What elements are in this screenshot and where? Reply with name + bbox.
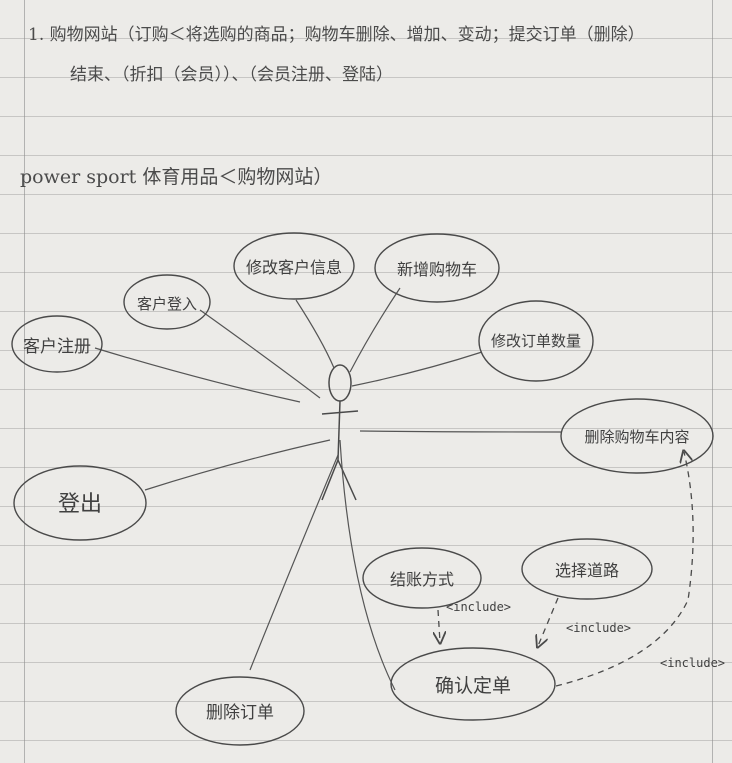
include-label-2: <include>: [566, 621, 631, 635]
usecase-logout: [13, 465, 147, 541]
label-edit-customer: 修改客户信息: [246, 258, 342, 277]
usecase-confirm-order: [390, 647, 556, 721]
usecase-register: [11, 315, 103, 373]
assoc-add-cart: [349, 287, 401, 373]
usecase-checkout: [362, 547, 482, 609]
usecase-add-cart: [374, 233, 500, 303]
label-login: 客户登入: [137, 295, 197, 313]
usecase-delete-cart: [560, 398, 714, 474]
assoc-register: [94, 347, 301, 403]
usecase-login: [123, 274, 211, 330]
usecase-choose-route: [521, 538, 653, 600]
usecase-edit-customer: [233, 232, 355, 300]
assoc-logout: [144, 439, 331, 491]
notes-line-2: 结束、（折扣（会员））、（会员注册、登陆）: [70, 65, 393, 85]
assoc-edit-customer: [295, 299, 335, 369]
label-edit-order: 修改订单数量: [491, 332, 581, 350]
use-case-shapes: [11, 232, 714, 746]
include-arrow-checkout: [438, 609, 440, 642]
label-logout: 登出: [58, 492, 102, 517]
margin-line-right: [712, 0, 713, 763]
label-choose-route: 选择道路: [555, 561, 619, 580]
assoc-confirm-order: [339, 439, 396, 691]
assoc-login: [199, 309, 321, 399]
margin-line-left: [24, 0, 25, 763]
include-arrows: [438, 452, 694, 687]
usecase-edit-order: [478, 300, 594, 382]
usecase-delete-order: [175, 676, 305, 746]
assoc-delete-cart: [359, 430, 563, 433]
label-confirm-order: 确认定单: [435, 675, 511, 697]
include-arrow-route: [538, 597, 559, 646]
include-label-3: <include>: [660, 656, 725, 670]
notes-line-1: 1. 购物网站（订购＜将选购的商品；购物车删除、增加、变动；提交订单（删除）: [28, 25, 645, 45]
diagram-title: power sport 体育用品＜购物网站）: [20, 166, 333, 188]
include-label-1: <include>: [446, 600, 511, 614]
include-arrow-delete-cart: [555, 452, 694, 687]
label-register: 客户注册: [23, 337, 91, 357]
label-delete-order: 删除订单: [206, 703, 274, 723]
actor-stick-figure: [321, 364, 359, 501]
label-delete-cart: 删除购物车内容: [584, 428, 689, 446]
label-checkout: 结账方式: [390, 570, 454, 589]
association-lines: [94, 287, 563, 691]
assoc-delete-order: [249, 454, 339, 671]
assoc-edit-order: [351, 351, 483, 387]
label-add-cart: 新增购物车: [397, 260, 477, 279]
